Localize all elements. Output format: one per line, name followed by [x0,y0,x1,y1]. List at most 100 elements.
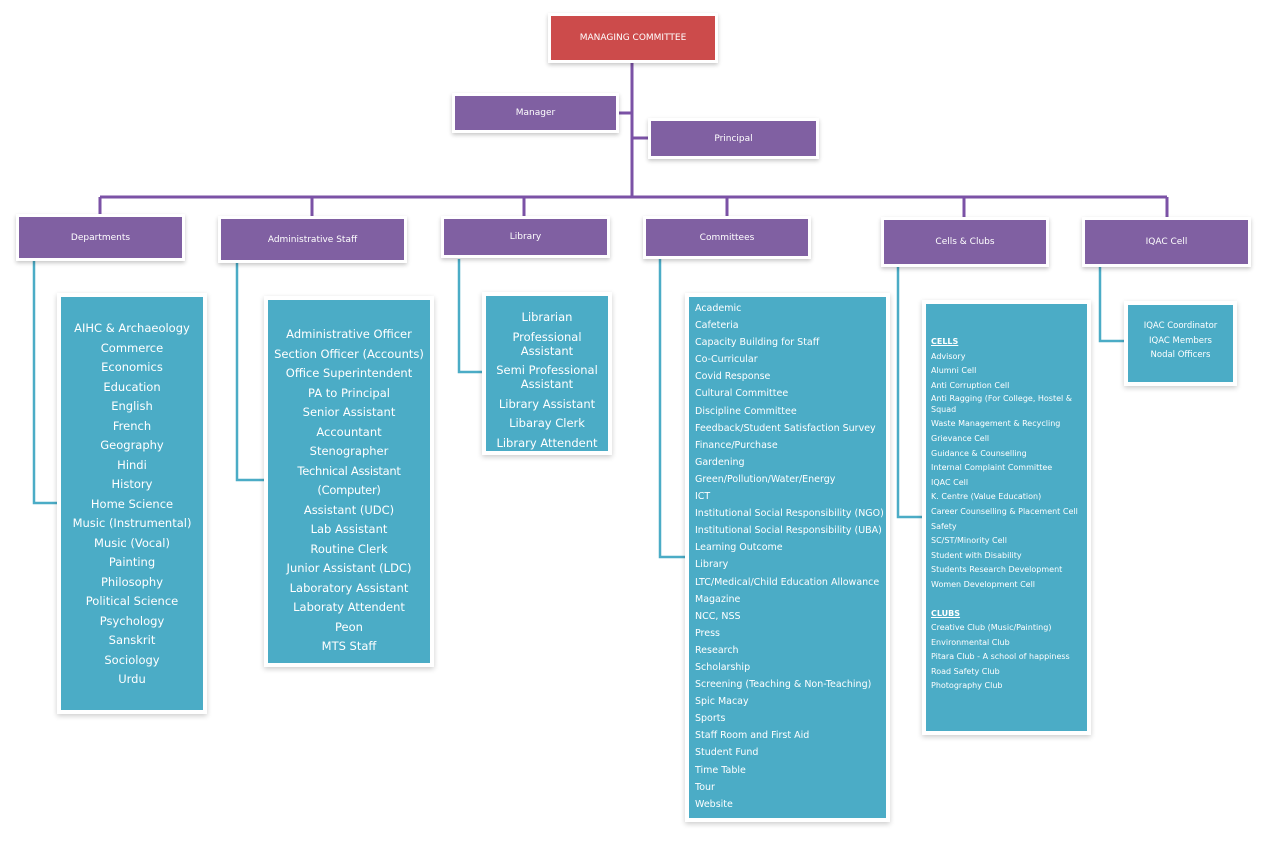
list-item: Library [695,559,729,571]
library-list: Librarian Professional Assistant Semi Pr… [486,310,608,450]
list-item: Administrative Officer [286,327,412,341]
list-item: Libaray Clerk [509,416,585,431]
list-item: Screening (Teaching & Non-Teaching) [695,679,872,691]
list-item: Waste Management & Recycling [931,419,1061,429]
managing-committee-label: MANAGING COMMITTEE [579,33,687,43]
list-item: Covid Response [695,371,771,383]
list-item: PA to Principal [308,385,390,400]
list-item: Sanskrit [108,633,156,647]
committees-connector [658,259,689,559]
list-item: Sports [695,713,726,725]
section-spacer [931,593,1083,607]
admin-staff-list-box: Administrative Officer Section Officer (… [268,300,430,663]
list-item: Photography Club [931,681,1003,691]
list-item: Institutional Social Responsibility (UBA… [695,525,882,537]
list-item: Institutional Social Responsibility (NGO… [695,508,884,520]
list-item: Education [103,379,161,394]
list-item: K. Centre (Value Education) [931,492,1042,502]
list-item: Alumni Cell [931,366,977,376]
list-item: Student with Disability [931,550,1022,560]
admin-staff-label: Administrative Staff [267,234,358,245]
list-item: Staff Room and First Aid [695,730,810,742]
managing-committee-box: MANAGING COMMITTEE [551,16,715,60]
list-item: Junior Assistant (LDC) [286,561,412,575]
list-item: Pitara Club - A school of happiness [931,652,1070,662]
list-item: History [111,477,153,491]
list-item: Creative Club (Music/Painting) [931,623,1052,633]
list-item: Nodal Officers [1150,350,1211,360]
list-item: Cultural Committee [695,388,789,400]
list-item: Anti Corruption Cell [931,380,1010,390]
list-item: Tour [695,781,715,793]
list-item: Assistant (UDC) [303,502,395,517]
list-item: Commerce [100,340,164,355]
list-item: NCC, NSS [695,610,741,622]
departments-list: AIHC & Archaeology Commerce Economics Ed… [61,319,203,690]
list-item: Geography [100,438,164,452]
list-item: Guidance & Counselling [931,448,1027,458]
list-item: Learning Outcome [695,542,783,554]
list-item: Laboraty Attendent [293,600,405,614]
list-item: Philosophy [100,574,164,589]
list-item: Website [695,798,733,810]
list-item: Professional Assistant [512,329,582,358]
library-label: Library [509,232,542,242]
list-item: Environmental Club [931,637,1010,647]
list-item: Safety [931,521,957,531]
list-item: IQAC Cell [931,477,969,487]
principal-box: Principal [651,121,816,156]
committees-box: Committees [646,219,808,256]
admin-staff-box: Administrative Staff [221,219,404,260]
list-item: Press [695,627,721,639]
list-item: Economics [101,360,163,374]
admin-staff-list: Administrative Officer Section Officer (… [268,325,430,657]
list-item: Gardening [695,456,745,468]
manager-label: Manager [515,108,556,118]
hierarchy-lines [98,62,1169,220]
committees-label: Committees [699,232,755,243]
list-item: Road Safety Club [931,666,1000,676]
list-item: Cafeteria [695,320,739,332]
list-item: AIHC & Archaeology [74,321,190,335]
cells-clubs-list-box: CELLS Advisory Alumni Cell Anti Corrupti… [926,304,1087,731]
list-item: Peon [335,619,363,634]
principal-label: Principal [714,133,753,144]
iqac-connector [1098,265,1128,343]
committees-list-box: Academic Cafeteria Capacity Building for… [689,297,886,818]
library-box: Library [444,219,607,255]
list-item: Green/Pollution/Water/Energy [695,473,836,485]
list-item: Senior Assistant [302,405,396,419]
admin-connector [235,262,268,482]
iqac-cell-box: IQAC Cell [1085,220,1248,264]
cells-list: CELLS Advisory Alumni Cell Anti Corrupti… [931,335,1083,694]
list-item: Sociology [104,652,160,667]
list-item: French [112,418,152,433]
list-item: Psychology [99,613,165,628]
list-item: IQAC Coordinator [1143,321,1218,331]
departments-label: Departments [70,232,131,243]
cells-clubs-box: Cells & Clubs [884,220,1046,264]
list-item: Home Science [90,496,174,511]
library-connector [457,259,486,374]
iqac-cell-label: IQAC Cell [1145,237,1188,247]
manager-box: Manager [455,96,616,130]
list-item: ICT [695,491,711,503]
list-item: Women Development Cell [931,579,1036,589]
list-item: Student Fund [695,747,759,759]
list-item: Librarian [521,310,573,324]
list-item: LTC/Medical/Child Education Allowance [695,576,880,588]
list-connectors [32,259,1128,559]
list-item: Music (Instrumental) [72,516,192,530]
clubs-heading: CLUBS [931,608,961,618]
list-item: Routine Clerk [310,541,388,556]
list-item: Research [695,644,739,656]
list-item: Students Research Development [931,565,1063,575]
list-item: Academic [695,303,742,314]
list-item: Section Officer (Accounts) [274,346,424,361]
list-item: SC/ST/Minority Cell [931,536,1007,546]
list-item: Library Attendent [496,435,598,450]
list-item: Anti Ragging (For College, Hostel & Squa… [931,394,1073,414]
list-item: Feedback/Student Satisfaction Survey [695,422,876,434]
list-item: Co-Curricular [695,354,758,366]
